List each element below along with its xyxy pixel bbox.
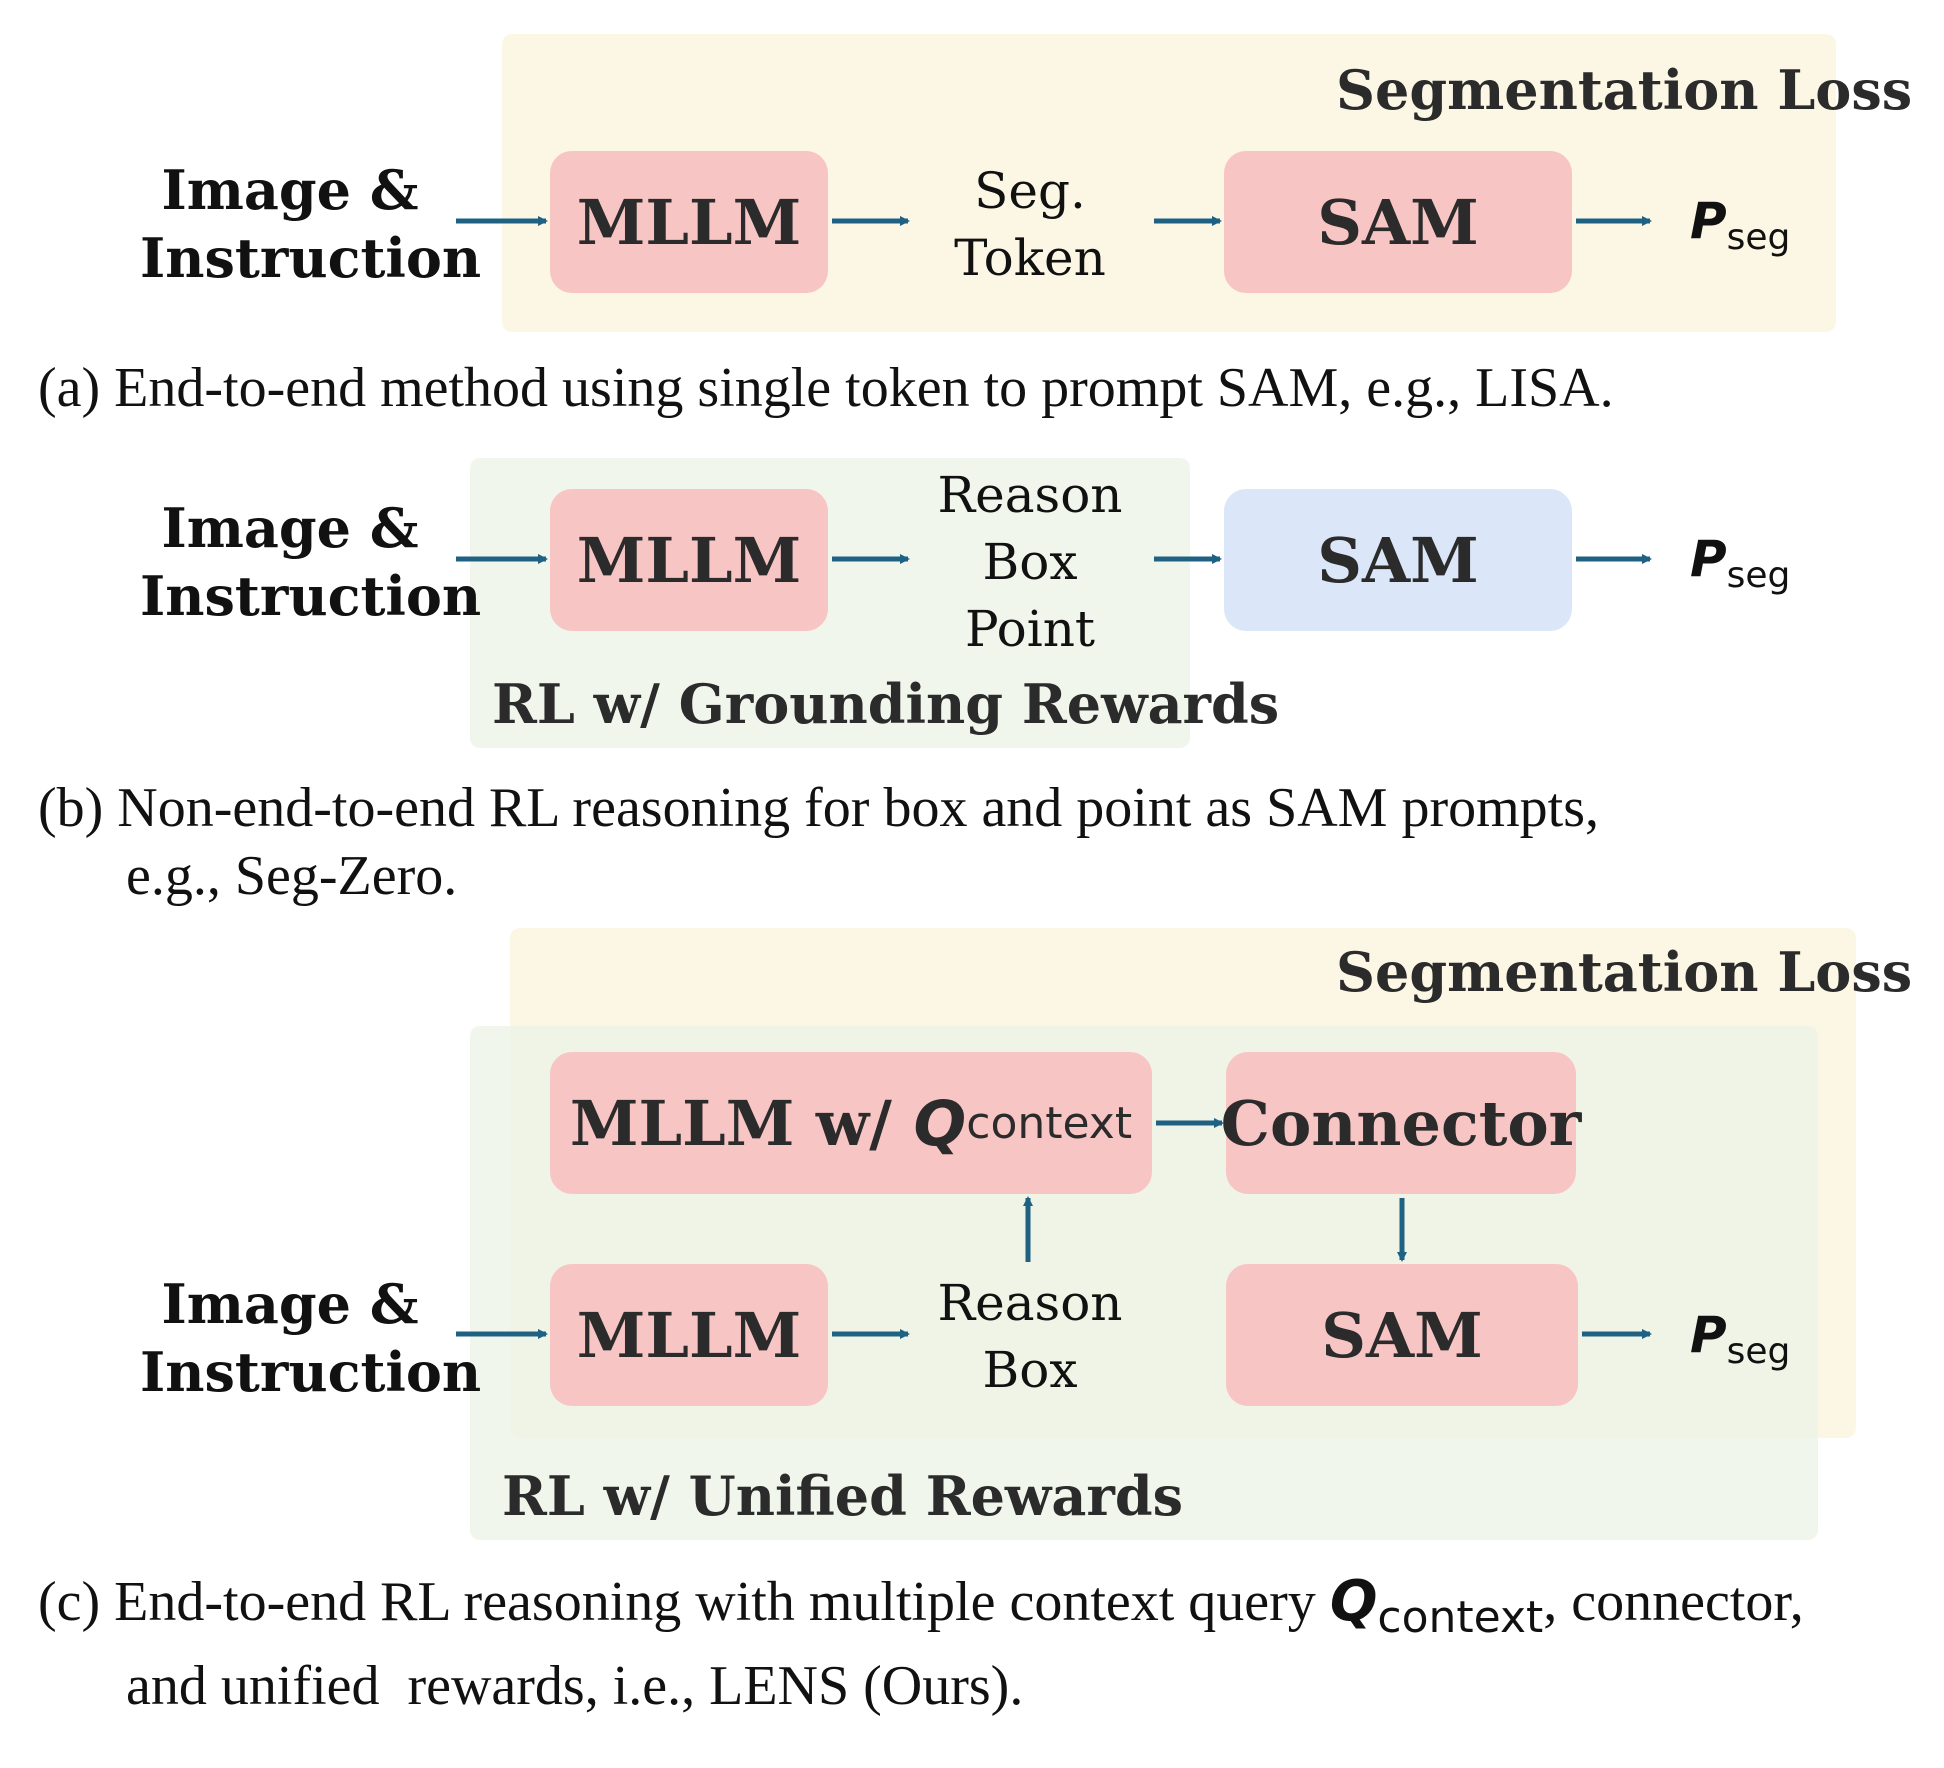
- input-image-instruction-a: Image & Instruction: [140, 158, 482, 290]
- reason-box-label-c: Reason Box: [937, 1274, 1123, 1399]
- input-image-instruction-b: Image & Instruction: [140, 496, 482, 628]
- p-seg-output-b: Pseg: [1690, 530, 1791, 596]
- mllm-box-a: MLLM: [550, 151, 828, 293]
- p-seg-output-a: Pseg: [1690, 192, 1791, 258]
- sam-box-a: SAM: [1224, 151, 1572, 293]
- reason-box-point-label: Reason Box Point: [937, 466, 1123, 658]
- caption-a: (a) End-to-end method using single token…: [38, 357, 1614, 419]
- caption-c: (c) End-to-end RL reasoning with multipl…: [38, 1569, 1804, 1718]
- sam-box-b: SAM: [1224, 489, 1572, 631]
- sam-box-c: SAM: [1226, 1264, 1578, 1406]
- mllm-box-b: MLLM: [550, 489, 828, 631]
- segmentation-loss-label-c: Segmentation Loss: [1336, 940, 1913, 1004]
- mllm-box-c: MLLM: [550, 1264, 828, 1406]
- rl-unified-rewards-label: RL w/ Unified Rewards: [502, 1464, 1184, 1528]
- caption-b: (b) Non-end-to-end RL reasoning for box …: [38, 777, 1599, 907]
- seg-token-label: Seg. Token: [954, 162, 1106, 287]
- connector-box: Connector: [1221, 1052, 1581, 1194]
- input-image-instruction-c: Image & Instruction: [140, 1272, 482, 1404]
- segmentation-loss-label-a: Segmentation Loss: [1336, 58, 1913, 122]
- rl-grounding-rewards-label: RL w/ Grounding Rewards: [492, 672, 1280, 736]
- p-seg-output-c: Pseg: [1690, 1306, 1791, 1372]
